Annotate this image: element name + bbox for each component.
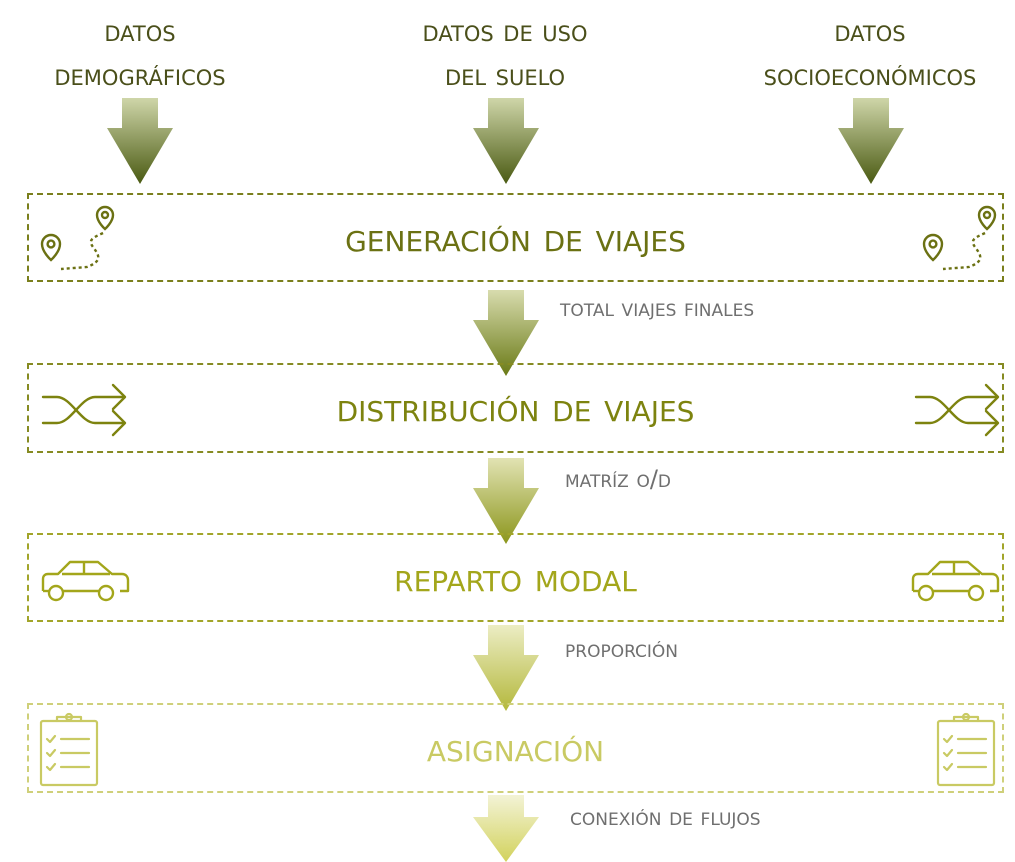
flow-label-4: Conexión de flujos bbox=[570, 803, 761, 831]
stage-trip-distribution: Distribución de viajes bbox=[27, 363, 1004, 453]
stage-modal-split: Reparto modal bbox=[27, 533, 1004, 622]
clipboard-checklist-icon bbox=[39, 712, 99, 787]
shuffle-arrows-icon bbox=[41, 383, 127, 437]
input-land-use-line2: del suelo bbox=[444, 58, 566, 93]
down-arrow-demographic bbox=[107, 98, 173, 184]
stage-assignment: Asignación bbox=[27, 703, 1004, 793]
flow-label-1: Total viajes finales bbox=[560, 294, 755, 322]
input-demographic-line1: Datos bbox=[104, 14, 176, 49]
input-land-use-data: Datos de uso del suelo bbox=[385, 10, 625, 98]
down-arrow-flow-1 bbox=[473, 290, 539, 376]
stage-trip-generation-title: Generación de viajes bbox=[345, 214, 686, 261]
down-arrow-flow-3 bbox=[473, 625, 539, 711]
input-socioeconomic-line1: Datos bbox=[834, 14, 906, 49]
clipboard-checklist-icon bbox=[936, 712, 996, 787]
input-demographic-line2: demográficos bbox=[54, 58, 226, 93]
down-arrow-socioeconomic bbox=[838, 98, 904, 184]
input-land-use-line1: Datos de uso bbox=[422, 14, 588, 49]
input-socioeconomic-line2: socioeconómicos bbox=[763, 58, 977, 93]
map-pin-route-icon bbox=[922, 205, 997, 271]
stage-trip-generation: Generación de viajes bbox=[27, 193, 1004, 282]
input-socioeconomic-data: Datos socioeconómicos bbox=[725, 10, 1015, 98]
car-icon bbox=[911, 560, 1000, 602]
stage-modal-split-title: Reparto modal bbox=[394, 554, 637, 601]
input-demographic-data: Datos demográficos bbox=[20, 10, 260, 98]
stage-trip-distribution-title-wrap: Distribución de viajes bbox=[29, 365, 1002, 451]
shuffle-arrows-icon bbox=[914, 383, 1000, 437]
stage-trip-distribution-title: Distribución de viajes bbox=[336, 385, 695, 431]
map-pin-route-icon bbox=[40, 205, 115, 271]
down-arrow-flow-4 bbox=[473, 795, 539, 862]
car-icon bbox=[41, 560, 130, 602]
stage-modal-split-title-wrap: Reparto modal bbox=[29, 535, 1002, 620]
flow-label-3: Proporción bbox=[565, 635, 679, 663]
down-arrow-land-use bbox=[473, 98, 539, 184]
stage-assignment-title-wrap: Asignación bbox=[29, 705, 1002, 791]
flow-label-2: Matríz O/D bbox=[565, 465, 672, 493]
stage-trip-generation-title-wrap: Generación de viajes bbox=[29, 195, 1002, 280]
stage-assignment-title: Asignación bbox=[426, 725, 605, 771]
down-arrow-flow-2 bbox=[473, 458, 539, 544]
